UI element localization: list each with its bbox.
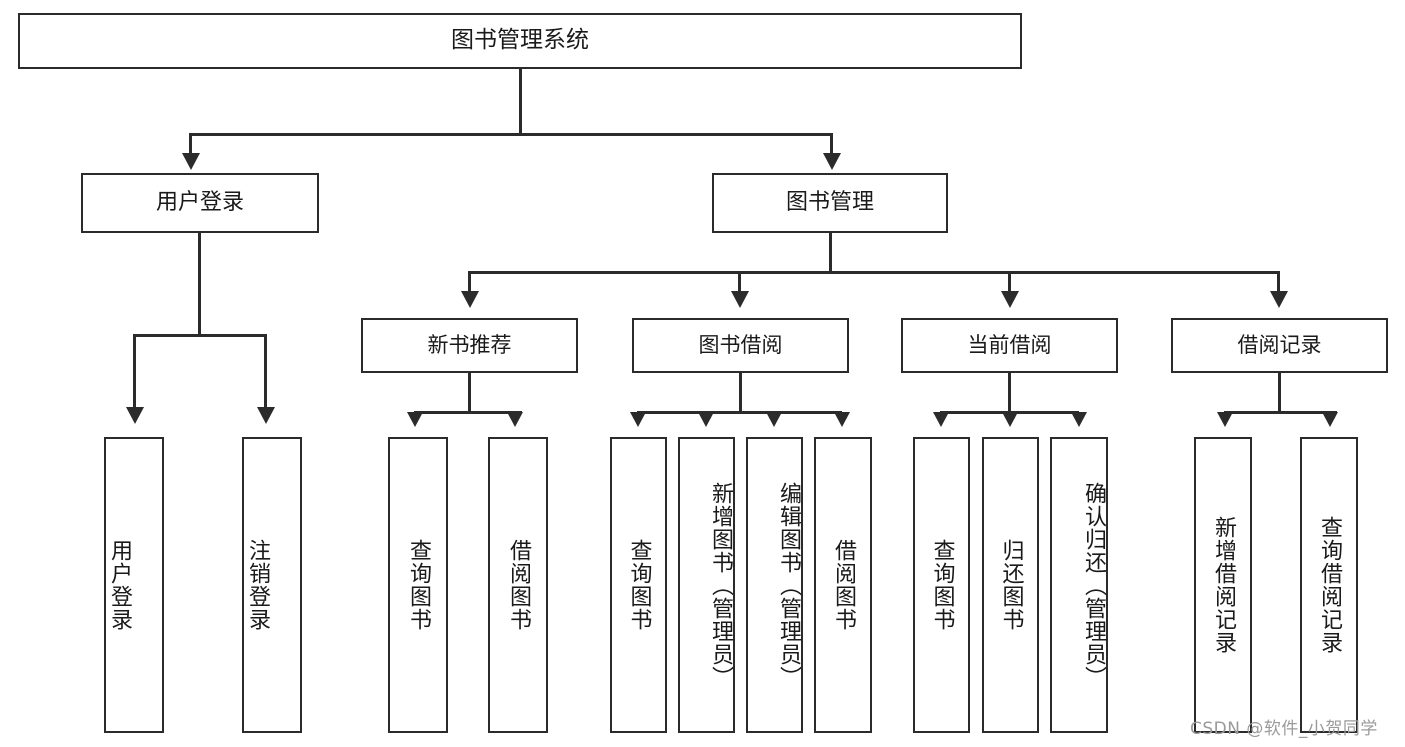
arrowhead-nbr-leaf-1 xyxy=(407,412,423,427)
node-user-login[interactable]: 用户登录 xyxy=(81,173,319,233)
arrowhead-nbr-leaf-2 xyxy=(507,412,523,427)
leaf-user-login[interactable]: 用户登录 xyxy=(104,437,164,733)
leaf-confirm-return-admin[interactable]: 确认归还（管理员） xyxy=(1050,437,1108,733)
leaf-label: 新增借阅记录 xyxy=(1210,516,1236,654)
leaf-query-book-nbr[interactable]: 查询图书 xyxy=(388,437,448,733)
leaf-label: 借阅图书 xyxy=(830,539,856,631)
connector-br-bus xyxy=(1224,411,1337,414)
connector-user-login-drop-2 xyxy=(264,334,267,409)
node-new-book-recommend[interactable]: 新书推荐 xyxy=(361,318,578,373)
leaf-label: 借阅图书 xyxy=(505,539,531,631)
connector-user-login-stem xyxy=(198,233,201,336)
leaf-query-borrow-record[interactable]: 查询借阅记录 xyxy=(1300,437,1358,733)
connector-book-management-stem xyxy=(829,233,832,273)
connector-root-to-book-management xyxy=(830,133,833,155)
leaf-add-borrow-record[interactable]: 新增借阅记录 xyxy=(1194,437,1252,733)
connector-bb-stem xyxy=(739,373,742,414)
leaf-edit-book-admin[interactable]: 编辑图书（管理员） xyxy=(746,437,803,733)
node-label: 用户登录 xyxy=(155,190,244,216)
connector-bm-drop-4 xyxy=(1277,271,1280,293)
node-label: 新书推荐 xyxy=(427,333,512,358)
leaf-query-book-bb[interactable]: 查询图书 xyxy=(610,437,667,733)
arrowhead-bb-leaf-3 xyxy=(766,412,782,427)
node-book-management[interactable]: 图书管理 xyxy=(712,173,948,233)
arrowhead-borrow-record xyxy=(1270,291,1288,308)
node-label: 图书借阅 xyxy=(698,333,783,358)
connector-root-to-user-login xyxy=(189,133,192,155)
arrowhead-current-borrow xyxy=(1001,291,1019,308)
node-current-borrow[interactable]: 当前借阅 xyxy=(901,318,1118,373)
arrowhead-user-login xyxy=(182,153,200,170)
csdn-watermark: CSDN @软件_小贺同学 xyxy=(1190,719,1378,739)
node-label: 图书管理 xyxy=(785,190,874,216)
arrowhead-bb-leaf-1 xyxy=(630,412,646,427)
connector-bm-drop-2 xyxy=(738,271,741,293)
leaf-label: 查询图书 xyxy=(929,539,955,631)
arrowhead-new-book-recommend xyxy=(461,291,479,308)
connector-nbr-bus xyxy=(414,411,522,414)
arrowhead-cb-leaf-3 xyxy=(1071,412,1087,427)
leaf-add-book-admin[interactable]: 新增图书（管理员） xyxy=(678,437,735,733)
arrowhead-bb-leaf-4 xyxy=(834,412,850,427)
connector-root-stem xyxy=(519,69,522,135)
leaf-borrow-book-bb[interactable]: 借阅图书 xyxy=(814,437,872,733)
node-label: 当前借阅 xyxy=(967,333,1052,358)
arrowhead-cb-leaf-2 xyxy=(1002,412,1018,427)
leaf-label: 归还图书 xyxy=(998,539,1024,631)
leaf-label: 用户登录 xyxy=(106,539,132,631)
node-label: 借阅记录 xyxy=(1237,333,1322,358)
node-root-book-management-system[interactable]: 图书管理系统 xyxy=(18,13,1022,69)
connector-br-stem xyxy=(1278,373,1281,414)
arrowhead-book-management xyxy=(823,153,841,170)
leaf-logout[interactable]: 注销登录 xyxy=(242,437,302,733)
leaf-borrow-book-nbr[interactable]: 借阅图书 xyxy=(488,437,548,733)
leaf-return-book[interactable]: 归还图书 xyxy=(982,437,1039,733)
leaf-label: 编辑图书（管理员） xyxy=(776,481,801,689)
leaf-label: 查询借阅记录 xyxy=(1316,516,1342,654)
connector-book-management-bus xyxy=(468,271,1280,274)
node-label: 图书管理系统 xyxy=(451,27,589,54)
arrowhead-leaf-user-login xyxy=(126,407,144,424)
leaf-label: 查询图书 xyxy=(405,539,431,631)
leaf-label: 查询图书 xyxy=(626,539,652,631)
arrowhead-br-leaf-1 xyxy=(1217,412,1233,427)
connector-bm-drop-3 xyxy=(1008,271,1011,293)
leaf-query-book-cb[interactable]: 查询图书 xyxy=(913,437,970,733)
connector-bm-drop-1 xyxy=(468,271,471,293)
connector-root-bus xyxy=(189,133,833,136)
arrowhead-leaf-logout xyxy=(257,407,275,424)
arrowhead-book-borrow xyxy=(731,291,749,308)
node-book-borrow[interactable]: 图书借阅 xyxy=(632,318,849,373)
connector-user-login-bus xyxy=(133,334,267,337)
leaf-label: 新增图书（管理员） xyxy=(708,481,733,689)
connector-user-login-drop-1 xyxy=(133,334,136,409)
connector-bb-bus xyxy=(637,411,842,414)
leaf-label: 确认归还（管理员） xyxy=(1081,481,1106,689)
arrowhead-cb-leaf-1 xyxy=(933,412,949,427)
arrowhead-bb-leaf-2 xyxy=(698,412,714,427)
connector-cb-stem xyxy=(1008,373,1011,414)
arrowhead-br-leaf-2 xyxy=(1322,412,1338,427)
leaf-label: 注销登录 xyxy=(244,539,270,631)
node-borrow-record[interactable]: 借阅记录 xyxy=(1171,318,1388,373)
connector-nbr-stem xyxy=(468,373,471,414)
